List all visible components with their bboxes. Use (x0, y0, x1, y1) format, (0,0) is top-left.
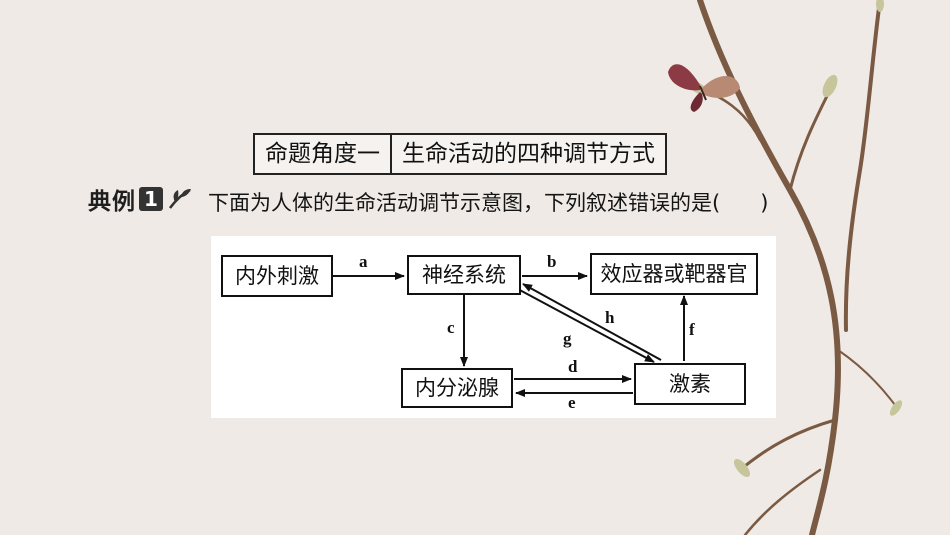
node-nervous-system: 神经系统 (407, 255, 521, 295)
edge-label-c: c (447, 318, 455, 337)
edge-label-e: e (568, 393, 576, 412)
butterfly-decoration (668, 64, 740, 112)
question-stem: 下面为人体的生命活动调节示意图，下列叙述错误的是( (208, 191, 721, 215)
example-number: 1 (139, 187, 163, 211)
diagram-arrows (333, 272, 688, 397)
edge-label-f: f (689, 320, 695, 339)
edge-h-arrow (522, 283, 662, 361)
node-endocrine-gland: 内分泌腺 (401, 368, 513, 408)
question-text: 下面为人体的生命活动调节示意图，下列叙述错误的是() (208, 187, 768, 217)
node-hormone: 激素 (634, 363, 746, 405)
node-stimulus: 内外刺激 (221, 255, 333, 297)
edge-label-b: b (547, 252, 557, 271)
edge-label-h: h (605, 308, 615, 327)
edge-g-arrow (515, 287, 655, 363)
topic-header: 命题角度一 生命活动的四种调节方式 (253, 133, 667, 175)
topic-label: 命题角度一 (265, 141, 380, 167)
example-label: 典例 (88, 189, 136, 215)
example-tag: 典例 1 (88, 184, 194, 215)
question-close: ) (760, 191, 769, 215)
edge-label-a: a (359, 252, 368, 271)
topic-title: 生命活动的四种调节方式 (390, 135, 665, 173)
edge-label-d: d (568, 357, 578, 376)
node-effector: 效应器或靶器官 (590, 253, 758, 295)
regulation-diagram: 内外刺激 神经系统 效应器或靶器官 内分泌腺 激素 a b c d e f g … (211, 236, 776, 418)
leaf-icon (168, 188, 191, 209)
edge-label-g: g (563, 329, 572, 348)
